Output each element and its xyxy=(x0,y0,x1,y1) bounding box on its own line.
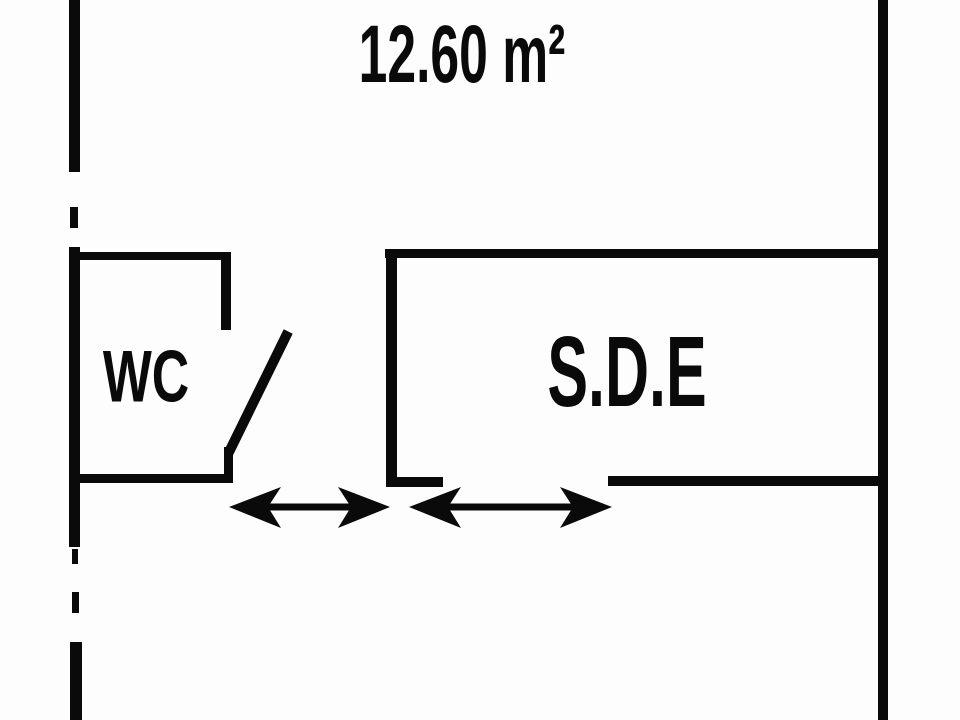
wall-left-dash-3 xyxy=(72,592,79,613)
wc-door-leaf xyxy=(224,329,293,455)
wall-sde-bottom-right xyxy=(608,476,888,486)
wall-sde-bottom-left-stub xyxy=(386,477,443,487)
wall-wc-top xyxy=(69,252,231,260)
wall-left-dash-1 xyxy=(70,207,78,228)
wall-left-dash-2 xyxy=(72,549,78,564)
arrowhead-right-icon xyxy=(338,487,390,528)
wall-left-middle xyxy=(69,247,80,547)
arrowhead-left-icon xyxy=(229,487,281,528)
main-room-area-label: 12.60 m² xyxy=(358,9,566,100)
wall-wc-right-lower xyxy=(224,447,233,483)
wall-right xyxy=(878,0,888,720)
wall-left-bottom xyxy=(70,642,82,720)
wc-door-clearance-arrow xyxy=(229,487,390,528)
arrowhead-left-icon xyxy=(409,487,461,528)
wall-sde-left xyxy=(386,249,397,486)
sde-room-label: S.D.E xyxy=(547,316,707,428)
arrowhead-right-icon xyxy=(560,487,612,528)
wall-divider-top-sde xyxy=(385,249,888,258)
wc-room-label: WC xyxy=(102,336,190,418)
sde-door-clearance-arrow xyxy=(409,487,612,528)
wall-left-top xyxy=(69,0,80,172)
wall-wc-right-upper xyxy=(221,252,231,330)
wall-wc-bottom xyxy=(69,474,233,483)
